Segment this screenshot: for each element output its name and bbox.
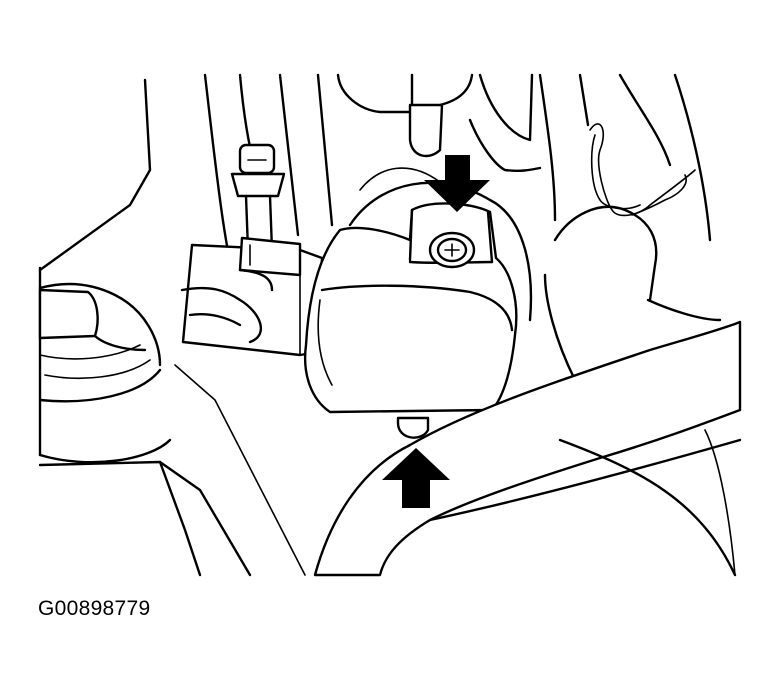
- arrow-down-icon: [424, 155, 490, 212]
- front-hose: [313, 320, 742, 577]
- figure-id-label: G00898779: [38, 597, 151, 620]
- wire-harness: [543, 123, 722, 382]
- arrow-up-icon: [382, 448, 450, 508]
- sensor-body: [303, 181, 533, 414]
- upper-mounting-screw: [428, 231, 476, 269]
- background-structure: [278, 73, 712, 242]
- bolt-stud: [203, 73, 286, 302]
- electrical-connector: [180, 236, 324, 357]
- lower-mounting-screw: [396, 416, 430, 439]
- strut-mount: [38, 282, 162, 403]
